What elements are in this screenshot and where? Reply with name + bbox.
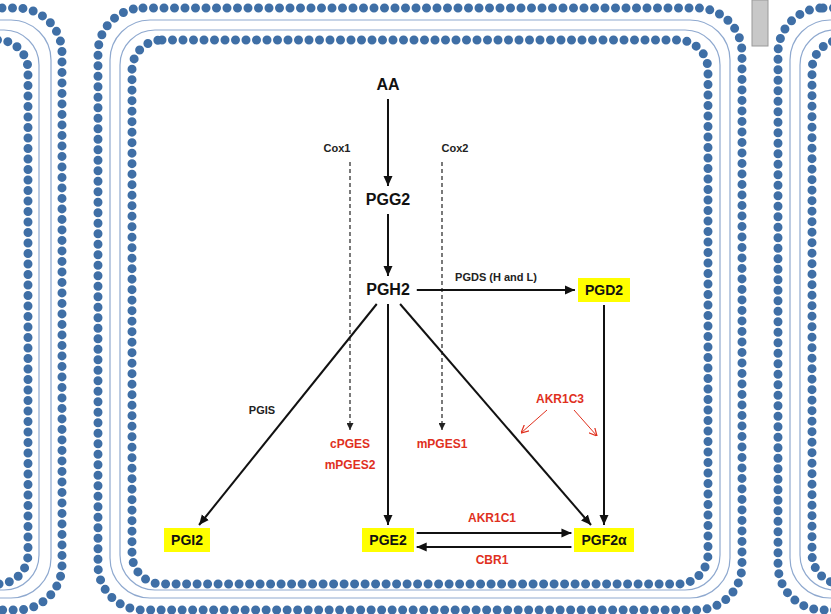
metabolite-node: PGG2	[362, 189, 414, 211]
metabolite-node: AA	[372, 74, 403, 96]
membrane-channel	[752, 0, 768, 46]
metabolite-node: PGH2	[362, 279, 414, 301]
reaction-arrow	[417, 546, 572, 548]
reaction-arrow	[603, 305, 605, 525]
reaction-arrow	[387, 304, 389, 525]
cox-dashed-line	[441, 162, 442, 430]
metabolite-name: PGG2	[366, 191, 410, 209]
metabolite-name: PGD2	[585, 282, 623, 298]
enzyme-label: CBR1	[474, 554, 511, 568]
enzyme-label: Cox1	[322, 142, 353, 155]
akr1c3-arrow	[574, 410, 597, 436]
enzyme-label: AKR1C1	[466, 512, 518, 526]
akr1c3-arrow	[521, 410, 547, 433]
prostanoid-box: PGE2	[362, 528, 413, 552]
reaction-arrow	[417, 289, 575, 291]
metabolite-name: AA	[376, 76, 399, 94]
cox-dashed-line	[349, 162, 350, 430]
metabolite-name: PGF2α	[581, 532, 626, 548]
metabolite-name: PGE2	[369, 532, 406, 548]
enzyme-label-red: cPGES	[328, 438, 372, 452]
enzyme-label: Cox2	[440, 142, 471, 155]
metabolite-name: PGI2	[171, 532, 203, 548]
enzyme-label-red: AKR1C3	[534, 393, 586, 407]
reaction-arrow	[387, 99, 389, 186]
reaction-arrow	[400, 304, 591, 525]
prostanoid-box: PGD2	[578, 278, 630, 302]
enzyme-label-red: mPGES2	[323, 459, 378, 473]
prostanoid-box: PGF2α	[574, 528, 633, 552]
reaction-arrow	[199, 304, 377, 525]
enzyme-label: PGIS	[247, 404, 277, 417]
enzyme-label: PGDS (H and L)	[453, 271, 539, 284]
prostanoid-box: PGI2	[164, 528, 210, 552]
metabolite-name: PGH2	[366, 281, 410, 299]
reaction-arrow	[387, 214, 389, 276]
enzyme-label-red: mPGES1	[415, 438, 470, 452]
reaction-arrow	[417, 532, 572, 534]
